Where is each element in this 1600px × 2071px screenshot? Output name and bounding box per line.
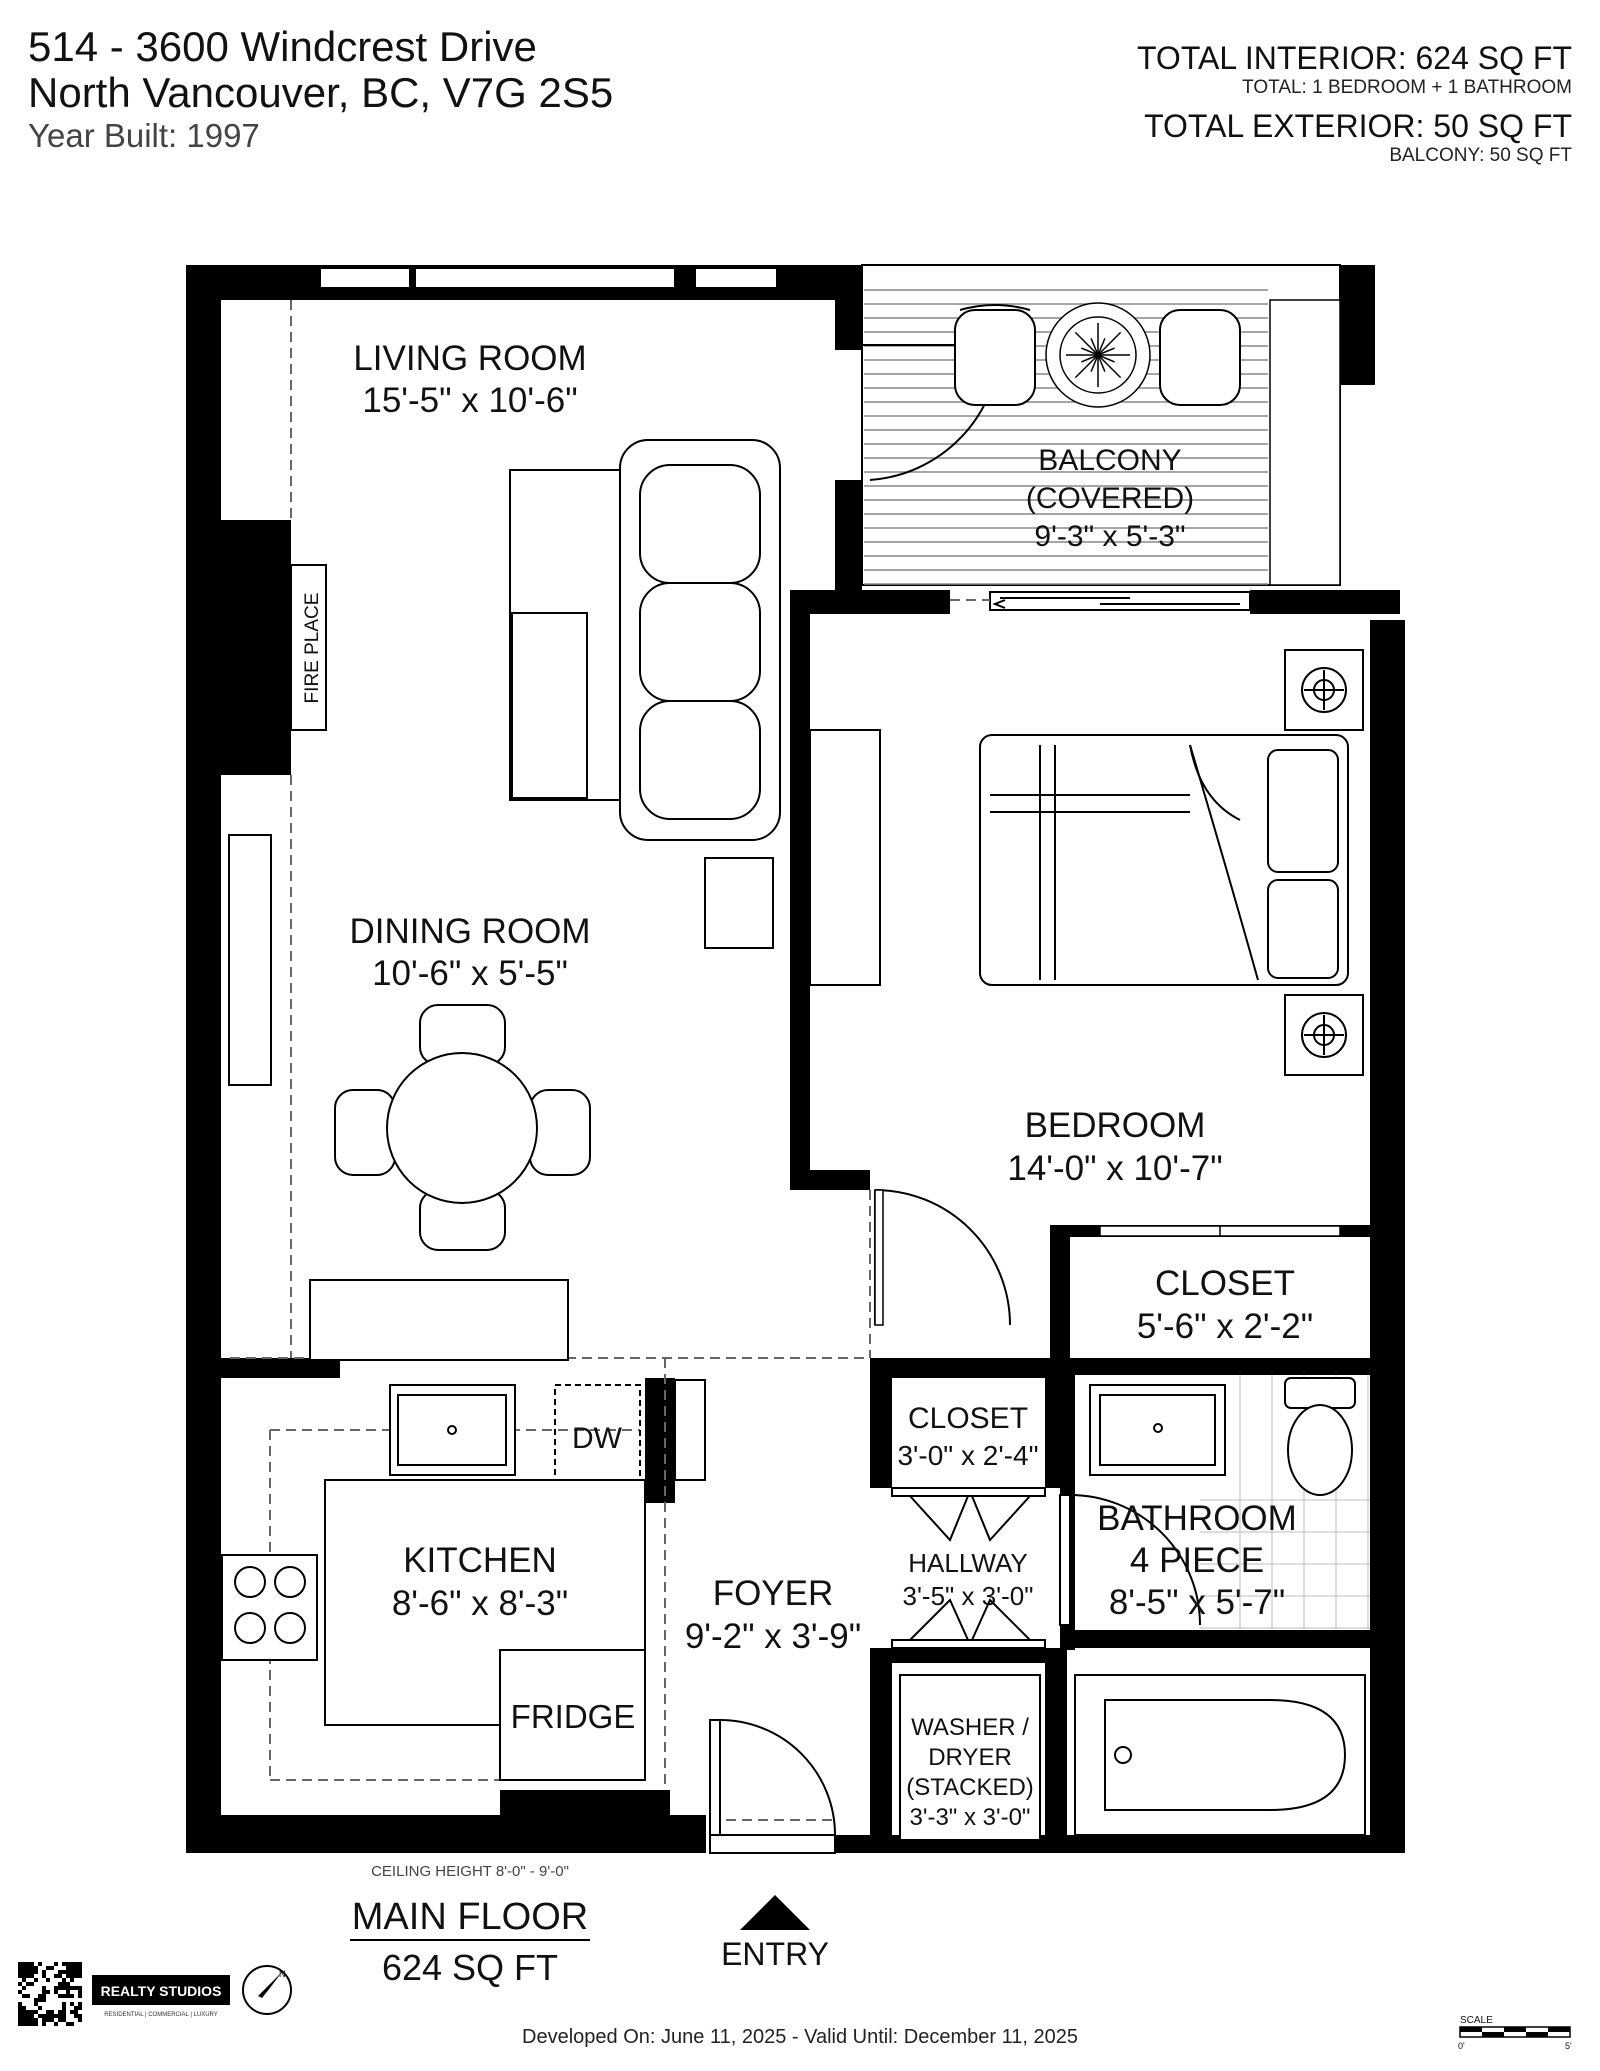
interior-walls bbox=[215, 300, 1405, 1848]
coffee-table bbox=[511, 612, 588, 799]
scale-bar: SCALE 0' 5' bbox=[1458, 2015, 1572, 2051]
hall-closet-dims: 3'-0" x 2'-4" bbox=[897, 1440, 1038, 1471]
developed-on: Developed On: June 11, 2025 - Valid Unti… bbox=[522, 2026, 1078, 2048]
sideboard bbox=[309, 1279, 569, 1361]
address-line-2: North Vancouver, BC, V7G 2S5 bbox=[28, 69, 614, 116]
floor-area: 624 SQ FT bbox=[382, 1947, 558, 1988]
hallway-name: HALLWAY bbox=[908, 1548, 1027, 1578]
foyer-dims: 9'-2" x 3'-9" bbox=[685, 1617, 861, 1656]
kitchen-dims: 8'-6" x 8'-3" bbox=[392, 1584, 568, 1623]
bathroom-name: BATHROOM bbox=[1097, 1499, 1297, 1538]
svg-text:REALTY STUDIOS: REALTY STUDIOS bbox=[101, 1983, 222, 1999]
fireplace bbox=[290, 564, 327, 731]
bed bbox=[979, 734, 1349, 986]
kitchen-counter-end bbox=[674, 1379, 706, 1481]
stove bbox=[221, 1554, 318, 1661]
bedroom-door bbox=[874, 1189, 884, 1326]
nightstand-top bbox=[1284, 649, 1364, 731]
closet-sliding-doors bbox=[1099, 1225, 1341, 1237]
laundry-line-3: (STACKED) bbox=[906, 1774, 1034, 1801]
bedroom-closet-dims: 5'-6" x 2'-2" bbox=[1137, 1307, 1313, 1346]
total-interior: TOTAL INTERIOR: 624 SQ FT bbox=[1136, 40, 1572, 76]
dining-set bbox=[334, 1004, 591, 1251]
bedroom-name: BEDROOM bbox=[1025, 1106, 1206, 1145]
bathtub bbox=[1074, 1674, 1366, 1836]
fireplace-label: FIRE PLACE bbox=[302, 593, 323, 704]
svg-text:5': 5' bbox=[1565, 2041, 1572, 2051]
kitchen-sink bbox=[389, 1384, 516, 1476]
bathroom-door bbox=[1059, 1494, 1201, 1626]
media-console bbox=[228, 834, 272, 1086]
nightstand-bottom bbox=[1284, 994, 1364, 1076]
laundry-dims: 3'-3" x 3'-0" bbox=[910, 1804, 1031, 1831]
brand-logo: REALTY STUDIOS RESIDENTIAL | COMMERCIAL … bbox=[92, 1975, 230, 2018]
svg-text:SCALE: SCALE bbox=[1460, 2015, 1493, 2026]
hallway-dims: 3'-5" x 3'-0" bbox=[903, 1581, 1034, 1611]
dresser bbox=[809, 729, 881, 986]
hall-closet-bifold bbox=[891, 1487, 1046, 1542]
balcony-area: BALCONY: 50 SQ FT bbox=[1389, 145, 1572, 166]
total-rooms: TOTAL: 1 BEDROOM + 1 BATHROOM bbox=[1242, 77, 1572, 98]
balcony-table bbox=[1045, 302, 1151, 408]
balcony-name: BALCONY bbox=[1038, 444, 1181, 477]
bedroom-door-swing bbox=[874, 1189, 1011, 1326]
balcony-chair-right bbox=[1159, 309, 1241, 406]
bedroom-dims: 14'-0" x 10'-7" bbox=[1007, 1149, 1222, 1188]
area-summary: TOTAL INTERIOR: 624 SQ FT TOTAL: 1 BEDRO… bbox=[1137, 40, 1572, 168]
balcony-sub: (COVERED) bbox=[1026, 482, 1194, 515]
bathroom-sink bbox=[1089, 1384, 1226, 1476]
total-exterior: TOTAL EXTERIOR: 50 SQ FT bbox=[1144, 108, 1572, 144]
floor-name: MAIN FLOOR bbox=[352, 1896, 588, 1938]
top-windows bbox=[319, 267, 778, 289]
address-line-1: 514 - 3600 Windcrest Drive bbox=[28, 23, 537, 70]
ceiling-height: CEILING HEIGHT 8'-0" - 9'-0" bbox=[371, 1863, 569, 1880]
balcony-dims: 9'-3" x 5'-3" bbox=[1034, 520, 1185, 553]
laundry-line-2: DRYER bbox=[928, 1744, 1012, 1771]
toilet bbox=[1284, 1377, 1356, 1496]
dining-room-dims: 10'-6" x 5'-5" bbox=[372, 954, 568, 993]
bedroom-closet-name: CLOSET bbox=[1155, 1264, 1295, 1303]
entry-label: ENTRY bbox=[721, 1936, 829, 1972]
washer-dryer bbox=[899, 1674, 1041, 1841]
balcony-chair-left bbox=[954, 304, 1036, 406]
bathroom-sub: 4 PIECE bbox=[1130, 1541, 1264, 1580]
exterior-walls bbox=[186, 265, 1405, 1853]
foyer-name: FOYER bbox=[713, 1574, 834, 1613]
hall-closet-name: CLOSET bbox=[908, 1402, 1028, 1435]
svg-text:RESIDENTIAL | COMMERCIAL | LUX: RESIDENTIAL | COMMERCIAL | LUXURY bbox=[104, 2012, 218, 2018]
dining-room-name: DINING ROOM bbox=[349, 912, 590, 951]
address-block: 514 - 3600 Windcrest Drive North Vancouv… bbox=[28, 24, 613, 156]
side-table bbox=[704, 857, 774, 949]
svg-text:0': 0' bbox=[1458, 2041, 1465, 2051]
bathroom-dims: 8'-5" x 5'-7" bbox=[1109, 1583, 1285, 1622]
entry-door bbox=[709, 1719, 836, 1854]
living-room-dims: 15'-5" x 10'-6" bbox=[362, 381, 577, 420]
fridge bbox=[499, 1649, 646, 1781]
laundry-line-1: WASHER / bbox=[911, 1714, 1029, 1741]
svg-text:N: N bbox=[279, 1969, 286, 1979]
kitchen-name: KITCHEN bbox=[403, 1541, 557, 1580]
fridge-label: FRIDGE bbox=[511, 1698, 636, 1735]
entry-arrow-icon bbox=[740, 1895, 810, 1930]
room-labels: LIVING ROOM 15'-5" x 10'-6" BALCONY (COV… bbox=[302, 339, 1313, 1831]
qr-code bbox=[18, 1962, 82, 2026]
dishwasher-label: DW bbox=[572, 1422, 623, 1455]
laundry-bifold bbox=[891, 1598, 1046, 1649]
year-built: Year Built: 1997 bbox=[28, 117, 260, 154]
balcony-sliding-door bbox=[989, 591, 1251, 611]
living-room-name: LIVING ROOM bbox=[353, 339, 586, 378]
compass-icon: N bbox=[242, 1965, 292, 2015]
